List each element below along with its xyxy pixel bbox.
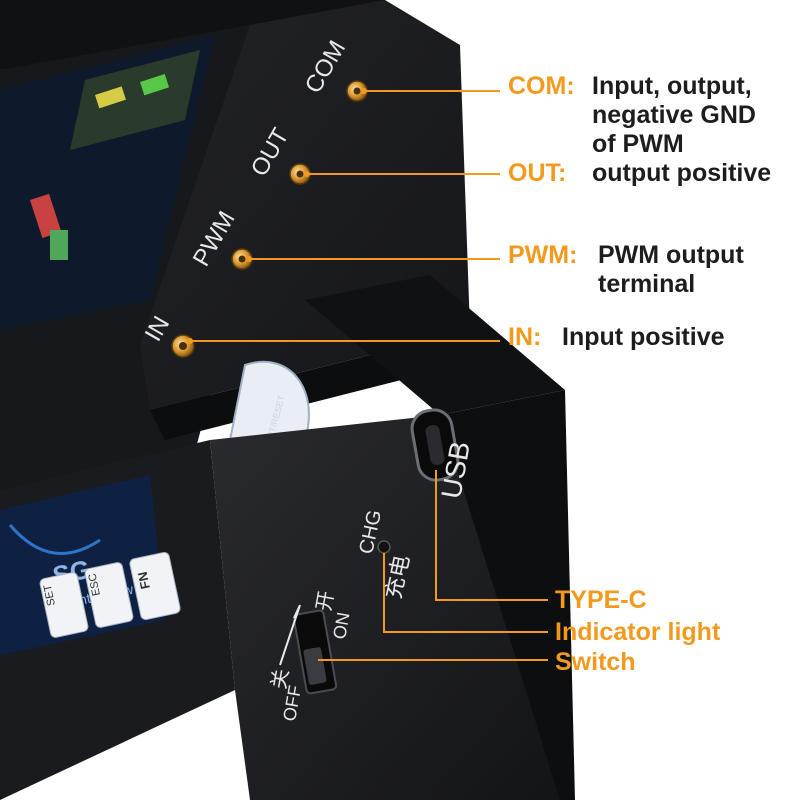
- top-device: COM OUT PWM IN: [0, 0, 480, 500]
- leader-dots: [187, 88, 367, 344]
- leader-lines: [190, 90, 548, 661]
- esc-key[interactable]: [84, 562, 134, 629]
- callout-pwm-key: PWM: [508, 241, 570, 269]
- callout-pwm-desc: PWM output terminal: [598, 241, 744, 299]
- bottom-screen-graphic: [8, 524, 101, 555]
- callout-out-line-1: output positive: [592, 159, 772, 187]
- switch-on-label: ON: [329, 611, 353, 641]
- switch-arrow-icon: [279, 604, 301, 666]
- com-port-hole: [353, 87, 361, 95]
- callout-com-line-2: negative GND: [592, 101, 756, 129]
- callout-out-key: OUT: [508, 159, 558, 187]
- set-key[interactable]: [39, 572, 89, 639]
- callout-in: IN:: [508, 323, 541, 352]
- in-port-hole: [179, 342, 187, 350]
- callout-com-desc: Input, output, negative GND of PWM: [592, 72, 756, 159]
- label-indicator-light: Indicator light: [555, 618, 721, 646]
- screen-panel: [70, 50, 200, 150]
- callout-pwm-line-2: terminal: [598, 270, 696, 298]
- usb-leader-line: [435, 470, 548, 601]
- indicator-light: [377, 540, 391, 554]
- out-port-hole: [296, 170, 304, 178]
- label-type-c: TYPE-C: [555, 586, 647, 614]
- set-key-label: SET: [42, 583, 58, 607]
- callout-out-sep: :: [558, 159, 567, 187]
- usb-c-port-inner: [425, 425, 445, 465]
- esc-key-label: ESC: [86, 572, 102, 597]
- screen-readout-red: [30, 193, 62, 239]
- bottom-device-top: [305, 275, 565, 415]
- callout-in-key: IN: [508, 323, 533, 351]
- indicator-leader-line: [383, 553, 548, 633]
- callout-out-desc: output positive: [592, 159, 771, 188]
- callout-in-line-1: Input positive: [562, 323, 725, 351]
- callout-pwm: PWM:: [508, 241, 577, 270]
- switch-off-cn-label: 关: [266, 667, 293, 691]
- label-switch: Switch: [555, 648, 636, 676]
- callout-com-sep: :: [566, 72, 575, 100]
- pwm-port-hole: [238, 255, 246, 263]
- screen-bar-green: [50, 230, 68, 260]
- callout-in-sep: :: [533, 323, 542, 351]
- callout-com-line-3: of PWM: [592, 130, 684, 158]
- power-switch[interactable]: [303, 647, 327, 686]
- callout-in-desc: Input positive: [562, 323, 725, 352]
- fn-key-label: FN: [135, 570, 153, 590]
- fn-key[interactable]: [129, 551, 181, 621]
- side-face-edge: [440, 390, 575, 800]
- callout-com-key: COM: [508, 72, 567, 100]
- callout-com-line-1: Input, output,: [592, 72, 752, 100]
- callout-out: OUT:: [508, 159, 566, 188]
- screen-readout-yellow: [95, 86, 126, 109]
- screen-readout-green: [140, 73, 170, 96]
- callout-com: COM:: [508, 72, 575, 101]
- switch-on-cn-label: 开: [311, 589, 338, 613]
- callout-pwm-sep: :: [569, 241, 578, 269]
- callout-pwm-line-1: PWM output: [598, 241, 744, 269]
